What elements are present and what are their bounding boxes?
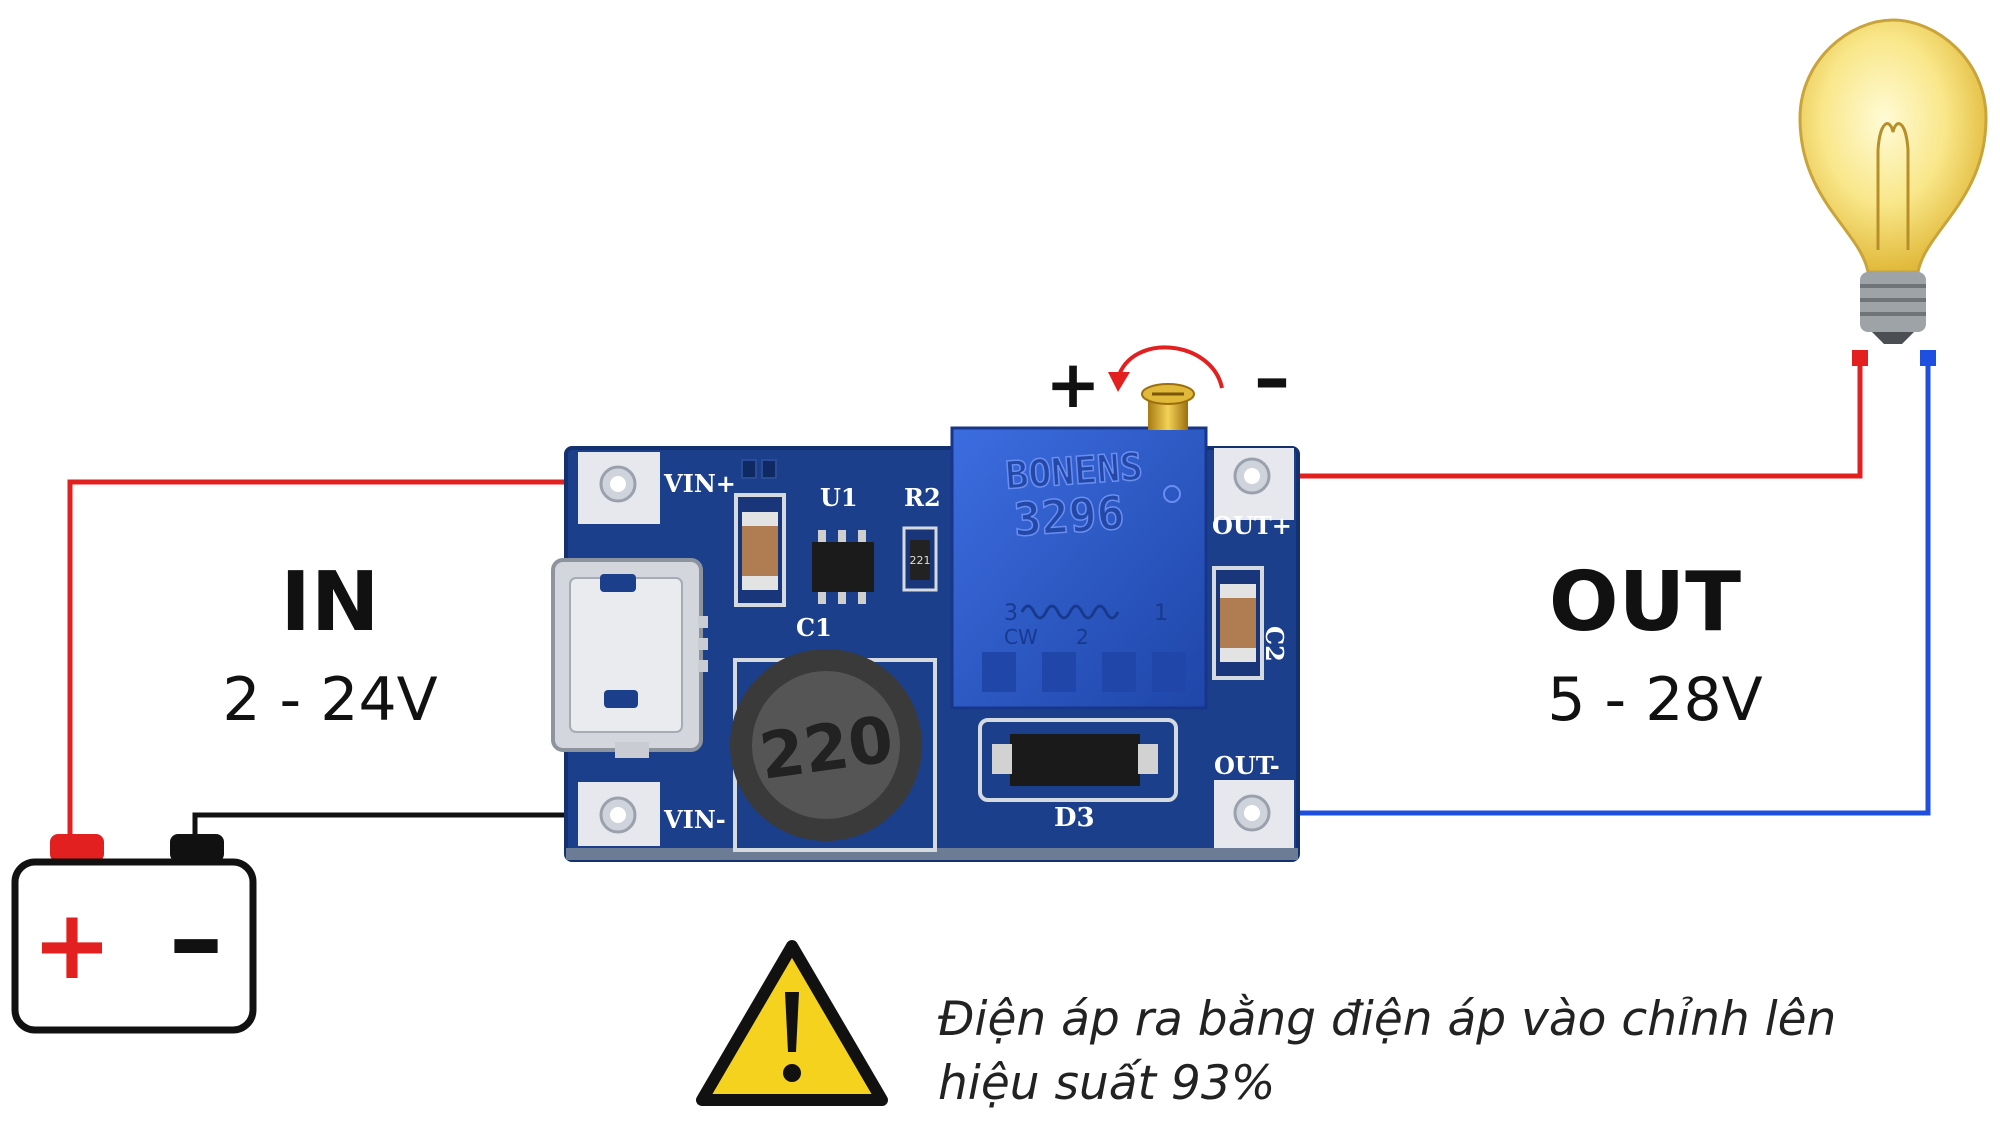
potentiometer: BONENS 3296 3 1 CW 2 bbox=[950, 426, 1208, 710]
label-c2: C2 bbox=[1260, 626, 1289, 662]
lamp-positive-terminal bbox=[1852, 350, 1868, 366]
wire-out-positive bbox=[1255, 355, 1863, 479]
input-range: 2 - 24V bbox=[222, 665, 437, 735]
label-c1: C1 bbox=[796, 613, 832, 642]
warning-note-line1: Điện áp ra bằng điện áp vào chỉnh lên bbox=[938, 992, 1837, 1047]
adjust-screw[interactable] bbox=[1141, 383, 1195, 430]
warning-note-line2: hiệu suất 93% bbox=[938, 1056, 1276, 1111]
pin-label-out-positive: OUT+ bbox=[1212, 511, 1292, 540]
warning-icon bbox=[696, 940, 888, 1106]
output-label: OUT bbox=[1549, 555, 1741, 650]
rotation-arrow-icon bbox=[1108, 345, 1224, 392]
inductor-code: 220 bbox=[755, 703, 898, 795]
pad-out-negative bbox=[1214, 780, 1294, 848]
pin-label-out-negative: OUT- bbox=[1214, 751, 1280, 780]
capacitor-c1 bbox=[734, 493, 786, 607]
chip-u1 bbox=[812, 530, 874, 604]
pot-cw: CW bbox=[1004, 625, 1038, 649]
resistor-r2: 221 bbox=[902, 526, 938, 592]
pot-pin-left: 3 bbox=[1004, 601, 1018, 626]
wire-out-negative bbox=[1255, 355, 1931, 816]
light-bulb-icon bbox=[1798, 18, 1988, 344]
micro-usb-connector bbox=[551, 558, 708, 758]
pot-brand: BONENS bbox=[1004, 444, 1144, 497]
battery-negative-sign: – bbox=[169, 874, 224, 1002]
battery-positive-sign: + bbox=[32, 889, 112, 1001]
inductor-220: 220 bbox=[730, 649, 937, 852]
wire-vin-positive bbox=[67, 479, 612, 843]
battery: + – bbox=[11, 834, 257, 1034]
pad-vin-negative bbox=[578, 782, 660, 846]
pot-model: 3296 bbox=[1012, 485, 1126, 547]
pin-label-vin-positive: VIN+ bbox=[663, 469, 736, 498]
pot-wiper-symbol bbox=[1020, 604, 1120, 620]
label-d3: D3 bbox=[1054, 803, 1095, 833]
pot-wiper: 2 bbox=[1076, 625, 1089, 649]
pot-pin-right: 1 bbox=[1154, 601, 1168, 626]
boost-converter-board: VIN+ VIN- OUT+ OUT- C1 bbox=[551, 383, 1300, 862]
adjust-increase-sign: + bbox=[1045, 346, 1100, 423]
input-label: IN bbox=[280, 555, 379, 650]
adjust-decrease-sign: – bbox=[1254, 336, 1290, 420]
label-u1: U1 bbox=[820, 483, 858, 512]
diode-d3 bbox=[978, 718, 1178, 802]
capacitor-c2 bbox=[1212, 566, 1264, 680]
pin-label-vin-negative: VIN- bbox=[663, 805, 726, 834]
pad-vin-positive bbox=[578, 452, 660, 524]
output-range: 5 - 28V bbox=[1547, 665, 1762, 735]
pad-out-positive bbox=[1214, 448, 1294, 520]
wire-vin-negative bbox=[192, 812, 612, 843]
label-r2: R2 bbox=[904, 483, 941, 512]
lamp-negative-terminal bbox=[1920, 350, 1936, 366]
resistor-r2-code: 221 bbox=[910, 554, 931, 567]
